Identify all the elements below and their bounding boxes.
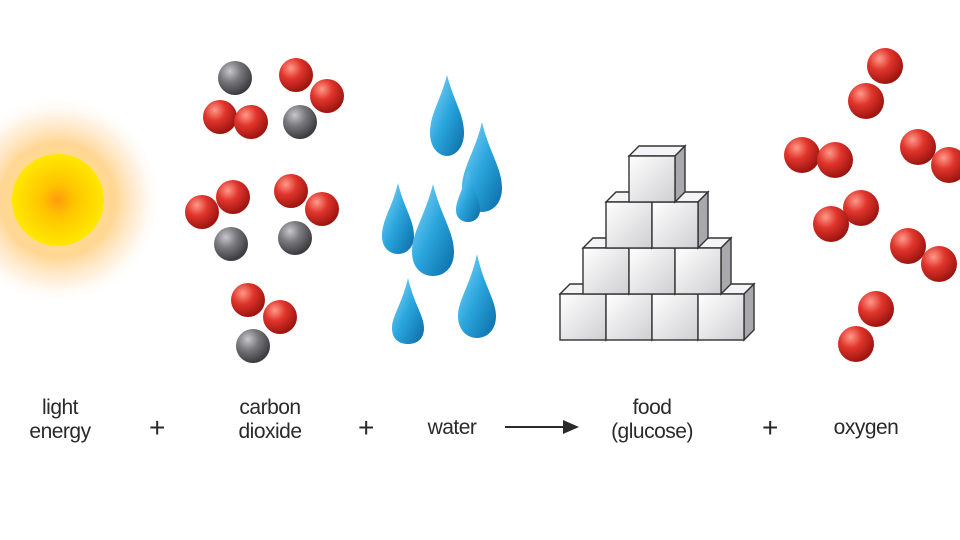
water-drop-icon: [382, 183, 414, 254]
oxygen-label: oxygen: [833, 416, 899, 439]
water-drop-icon: [412, 184, 454, 276]
light-energy-line2: energy: [29, 420, 91, 443]
o2-molecule-icon: [900, 129, 960, 183]
sun-icon: [0, 96, 162, 304]
o2-molecules: [784, 48, 960, 362]
co2-molecule-icon: [274, 174, 339, 255]
co2-molecule-icon: [185, 180, 250, 261]
plus-sign-2: +: [358, 412, 375, 443]
water-drop-icon: [392, 278, 424, 344]
water-drop-icon: [456, 170, 480, 222]
reaction-arrow-icon: [505, 420, 579, 434]
carbon-dioxide-label: carbon dioxide: [225, 396, 315, 444]
water-drops: [382, 75, 502, 344]
water-label: water: [427, 416, 477, 439]
co2-molecule-icon: [203, 61, 268, 139]
o2-molecule-icon: [813, 190, 879, 242]
co2-molecule-icon: [231, 283, 297, 363]
light-energy-label: light energy: [20, 396, 100, 444]
carbon-dioxide-line1: carbon: [239, 396, 301, 419]
sugar-cube-icon: [627, 144, 687, 204]
sugar-cube-icon: [650, 190, 710, 250]
plus-sign-3: +: [762, 412, 779, 443]
water-drop-icon: [458, 254, 496, 338]
sugar-cube-icon: [696, 282, 756, 342]
food-glucose-label: food (glucose): [602, 396, 702, 444]
food-glucose-line2: (glucose): [611, 420, 693, 443]
light-energy-line1: light: [41, 396, 79, 419]
water-drop-icon: [430, 75, 464, 156]
co2-molecules: [185, 58, 344, 363]
plus-sign-1: +: [149, 412, 166, 443]
o2-molecule-icon: [890, 228, 957, 282]
carbon-dioxide-line2: dioxide: [238, 420, 302, 443]
o2-molecule-icon: [838, 291, 894, 362]
sugar-cube-pyramid: [558, 144, 756, 342]
o2-molecule-icon: [848, 48, 903, 119]
o2-molecule-icon: [784, 137, 853, 178]
food-glucose-line1: food: [632, 396, 672, 419]
co2-molecule-icon: [279, 58, 344, 139]
